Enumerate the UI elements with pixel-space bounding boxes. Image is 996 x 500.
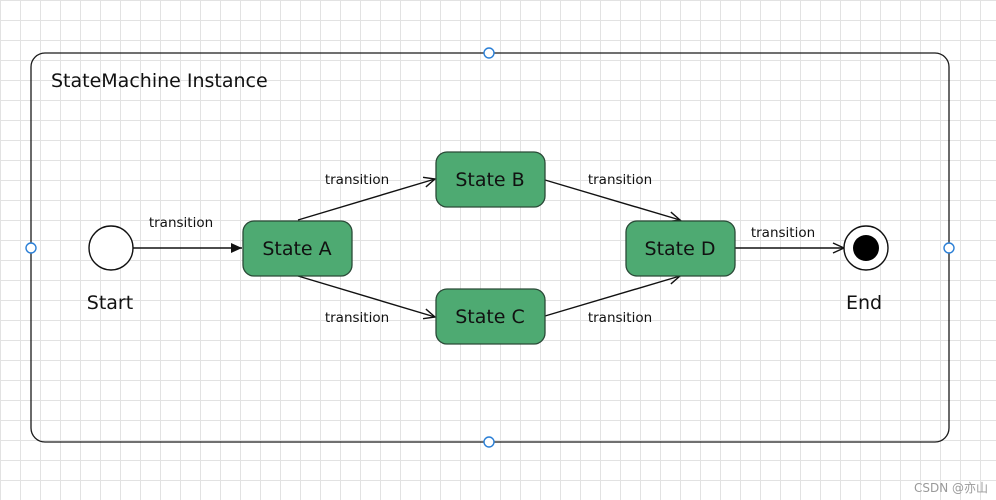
start-node[interactable] <box>88 225 134 271</box>
frame-title: StateMachine Instance <box>51 70 268 92</box>
watermark-text: CSDN @亦山 <box>914 480 988 495</box>
transition-label-start-to-a: transition <box>149 215 213 231</box>
transition-label-c-to-d: transition <box>588 310 652 326</box>
state-d[interactable]: State D <box>625 220 736 277</box>
state-a[interactable]: State A <box>242 220 353 277</box>
end-node-core <box>853 235 879 261</box>
transition-label-a-to-b: transition <box>325 172 389 188</box>
transition-label-b-to-d: transition <box>588 172 652 188</box>
transition-label-d-to-end: transition <box>751 225 815 241</box>
resize-handle-left[interactable] <box>25 242 37 254</box>
state-b-label: State B <box>455 169 524 191</box>
state-c[interactable]: State C <box>435 288 546 345</box>
state-b[interactable]: State B <box>435 151 546 208</box>
end-label: End <box>846 292 882 314</box>
transition-c-to-d[interactable] <box>544 273 682 317</box>
transition-b-to-d[interactable] <box>544 179 682 223</box>
resize-handle-bottom[interactable] <box>483 436 495 448</box>
transition-a-to-b[interactable] <box>297 176 437 221</box>
start-label: Start <box>87 292 133 314</box>
state-d-label: State D <box>645 238 716 260</box>
transition-label-a-to-c: transition <box>325 310 389 326</box>
resize-handle-right[interactable] <box>943 242 955 254</box>
transition-a-to-c[interactable] <box>297 275 437 320</box>
state-a-label: State A <box>262 238 331 260</box>
resize-handle-top[interactable] <box>483 47 495 59</box>
state-c-label: State C <box>455 306 525 328</box>
